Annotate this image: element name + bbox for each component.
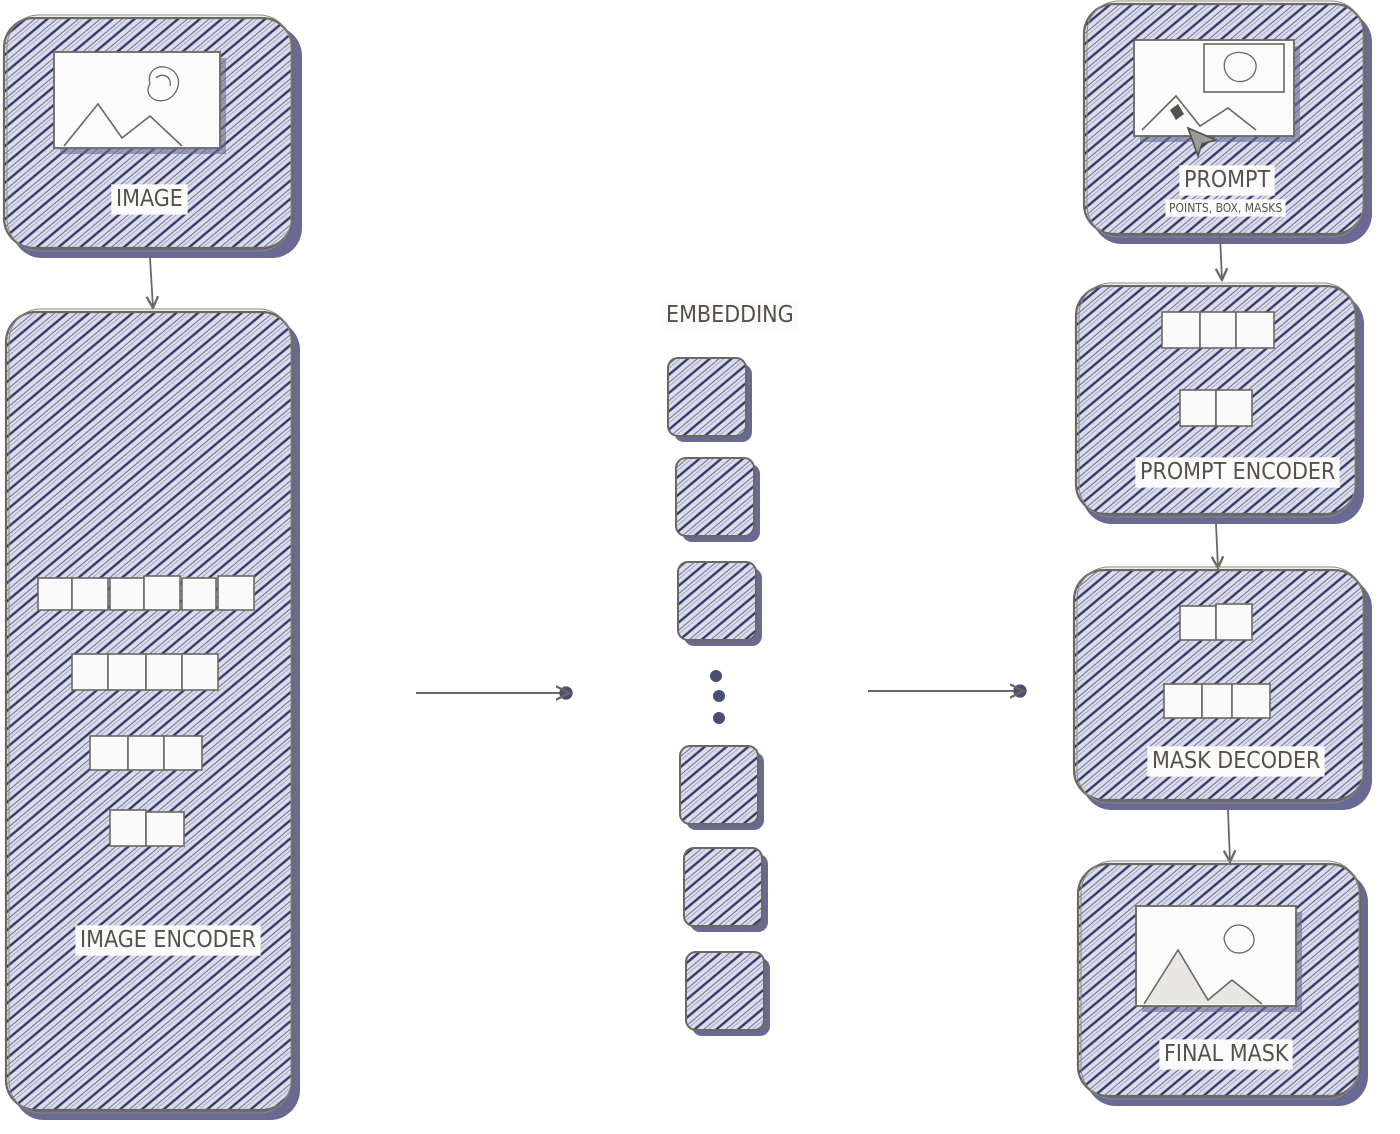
prompt-sublabel: POINTS, BOX, MASKS bbox=[1166, 200, 1286, 216]
mask-decoder-tokens-bottom bbox=[1163, 683, 1271, 719]
embedding-tile bbox=[667, 357, 752, 442]
embedding-tile bbox=[675, 457, 760, 542]
cursor-icon bbox=[1170, 104, 1219, 159]
image-label: IMAGE bbox=[112, 185, 187, 214]
arrow-image-to-encoder bbox=[150, 257, 153, 308]
mask-decoder-tokens-top bbox=[1179, 603, 1253, 641]
arrow-prompt-encoder-to-mask-decoder bbox=[1216, 523, 1218, 568]
image-encoder-label: IMAGE ENCODER bbox=[76, 926, 261, 955]
image-placeholder-icon bbox=[53, 51, 226, 154]
embedding-tile bbox=[677, 561, 762, 646]
final-mask-image-icon bbox=[1135, 905, 1302, 1012]
prompt-encoder-tokens-bottom bbox=[1179, 389, 1253, 427]
arrow-prompt-to-prompt-encoder bbox=[1220, 235, 1222, 280]
prompt-image-icon bbox=[1133, 39, 1300, 142]
encoder-token-row-4 bbox=[109, 809, 185, 847]
image-encoder-node bbox=[4, 308, 300, 1120]
mask-decoder-label: MASK DECODER bbox=[1148, 747, 1325, 776]
embedding-tile bbox=[685, 951, 770, 1036]
prompt-encoder-tokens-top bbox=[1161, 311, 1275, 349]
embedding-tile bbox=[679, 745, 764, 830]
prompt-encoder-label: PROMPT ENCODER bbox=[1136, 458, 1340, 487]
prompt-label: PROMPT bbox=[1180, 166, 1275, 195]
final-mask-label: FINAL MASK bbox=[1160, 1040, 1293, 1069]
embedding-stack bbox=[667, 357, 770, 1036]
encoder-token-row-3 bbox=[89, 735, 203, 771]
arrow-mask-decoder-to-final-mask bbox=[1228, 809, 1230, 862]
encoder-token-row-2 bbox=[71, 653, 219, 691]
embedding-label: EMBEDDING bbox=[662, 301, 798, 330]
encoder-token-row-1 bbox=[37, 575, 255, 611]
embedding-tile bbox=[683, 847, 768, 932]
vertical-ellipsis-icon bbox=[710, 670, 725, 724]
